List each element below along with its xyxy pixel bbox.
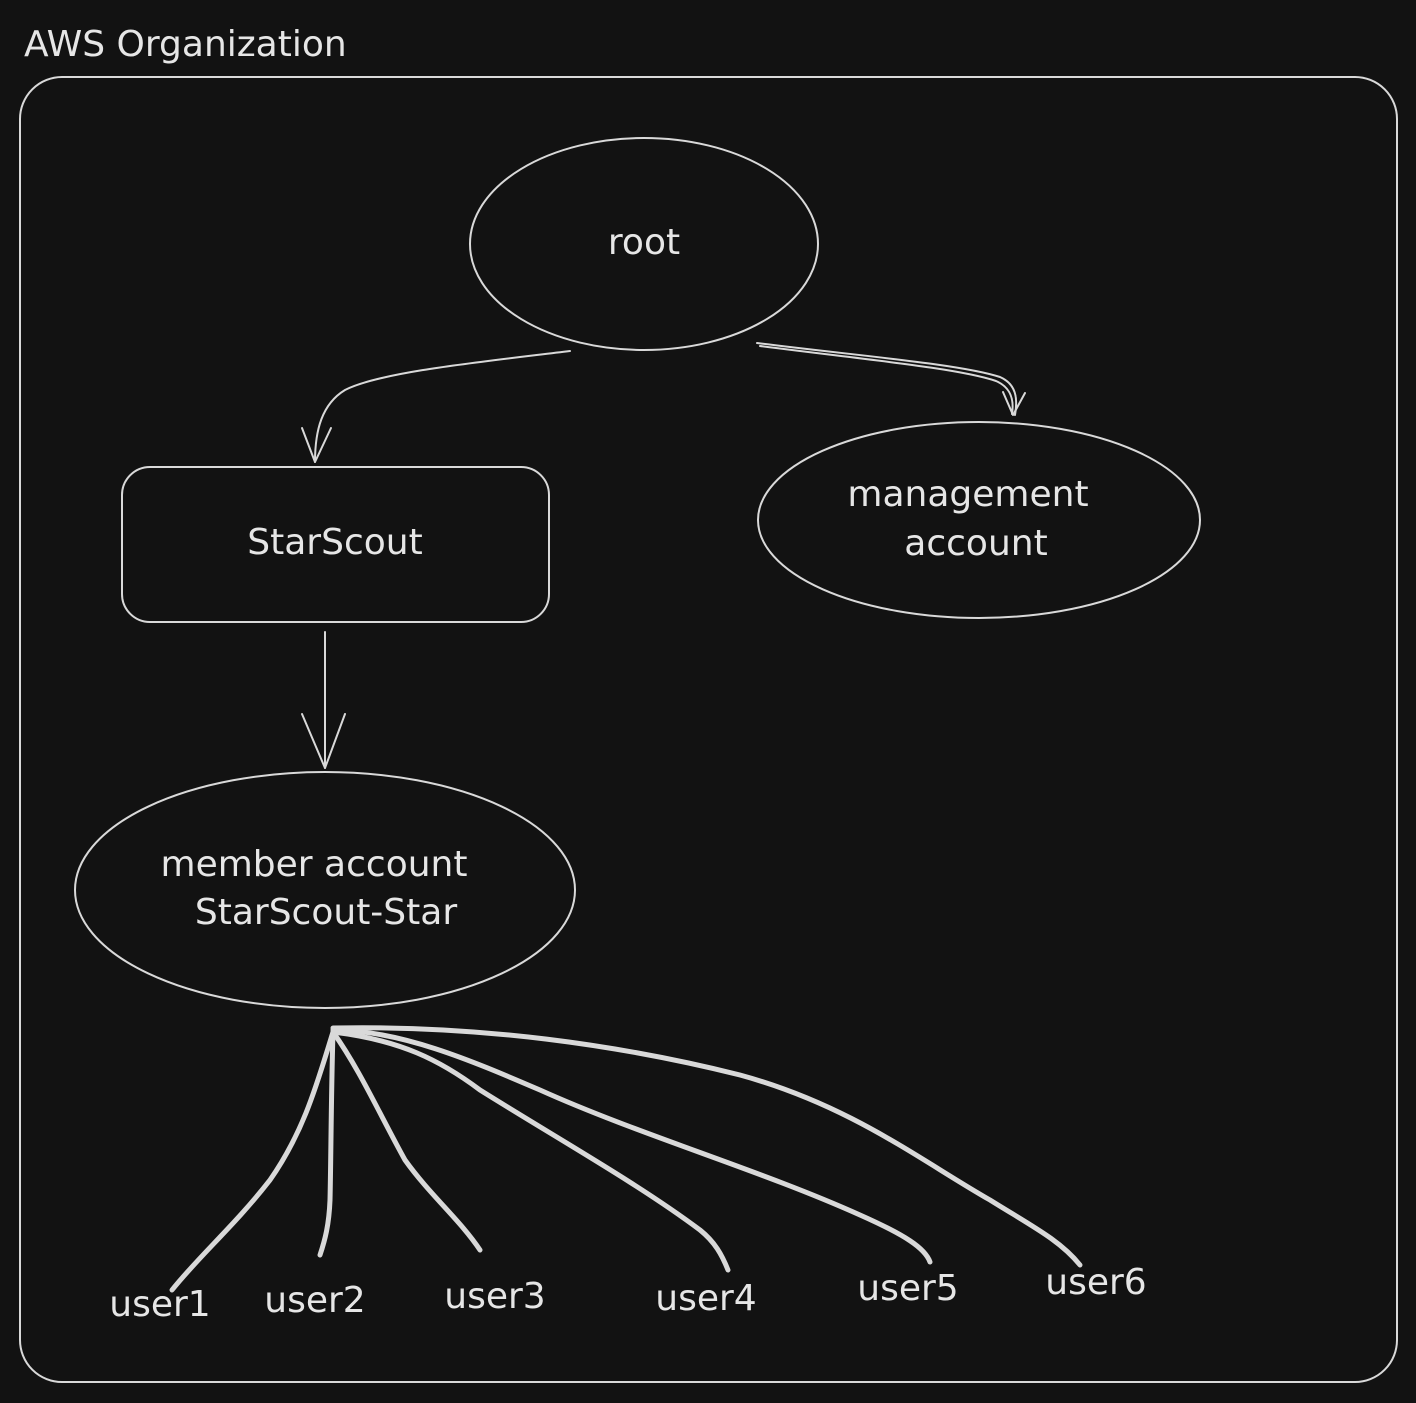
user-label-user1: user1 bbox=[109, 1284, 210, 1325]
root-ellipse bbox=[469, 137, 819, 351]
starscout-ou-box bbox=[121, 466, 550, 623]
connector-user4 bbox=[330, 1029, 731, 1273]
connector-user5 bbox=[330, 1027, 933, 1265]
organization-boundary bbox=[19, 76, 1398, 1383]
user-label-user4: user4 bbox=[655, 1278, 756, 1319]
user-connector-lines bbox=[169, 1025, 1083, 1293]
management-account-ellipse bbox=[757, 421, 1201, 619]
user-label-user3: user3 bbox=[444, 1276, 545, 1317]
user-label-user2: user2 bbox=[264, 1280, 365, 1321]
management-account-label-line2: account bbox=[904, 523, 1047, 564]
root-node[interactable]: root bbox=[469, 137, 819, 351]
arrow-root-to-management bbox=[756, 342, 1026, 416]
user-label-user6: user6 bbox=[1045, 1262, 1146, 1303]
arrow-starscout-to-member bbox=[301, 631, 346, 769]
member-account-label-line1: member account bbox=[161, 844, 468, 885]
user-label-user5: user5 bbox=[857, 1268, 958, 1309]
organization-title: AWS Organization bbox=[24, 24, 347, 65]
management-account-node[interactable]: management account bbox=[757, 421, 1201, 619]
arrow-root-to-starscout bbox=[301, 350, 571, 463]
root-label: root bbox=[608, 222, 680, 263]
connector-user1 bbox=[169, 1029, 336, 1293]
member-account-ellipse bbox=[74, 771, 576, 1009]
connector-user2 bbox=[317, 1029, 336, 1258]
connector-user3 bbox=[330, 1029, 483, 1253]
management-account-label-line1: management bbox=[847, 474, 1088, 515]
connector-user6 bbox=[330, 1025, 1083, 1268]
starscout-ou-node[interactable]: StarScout bbox=[121, 466, 550, 623]
starscout-ou-label: StarScout bbox=[247, 522, 422, 563]
member-account-node[interactable]: member account StarScout-Star bbox=[74, 771, 576, 1009]
member-account-label-line2: StarScout-Star bbox=[195, 892, 457, 933]
